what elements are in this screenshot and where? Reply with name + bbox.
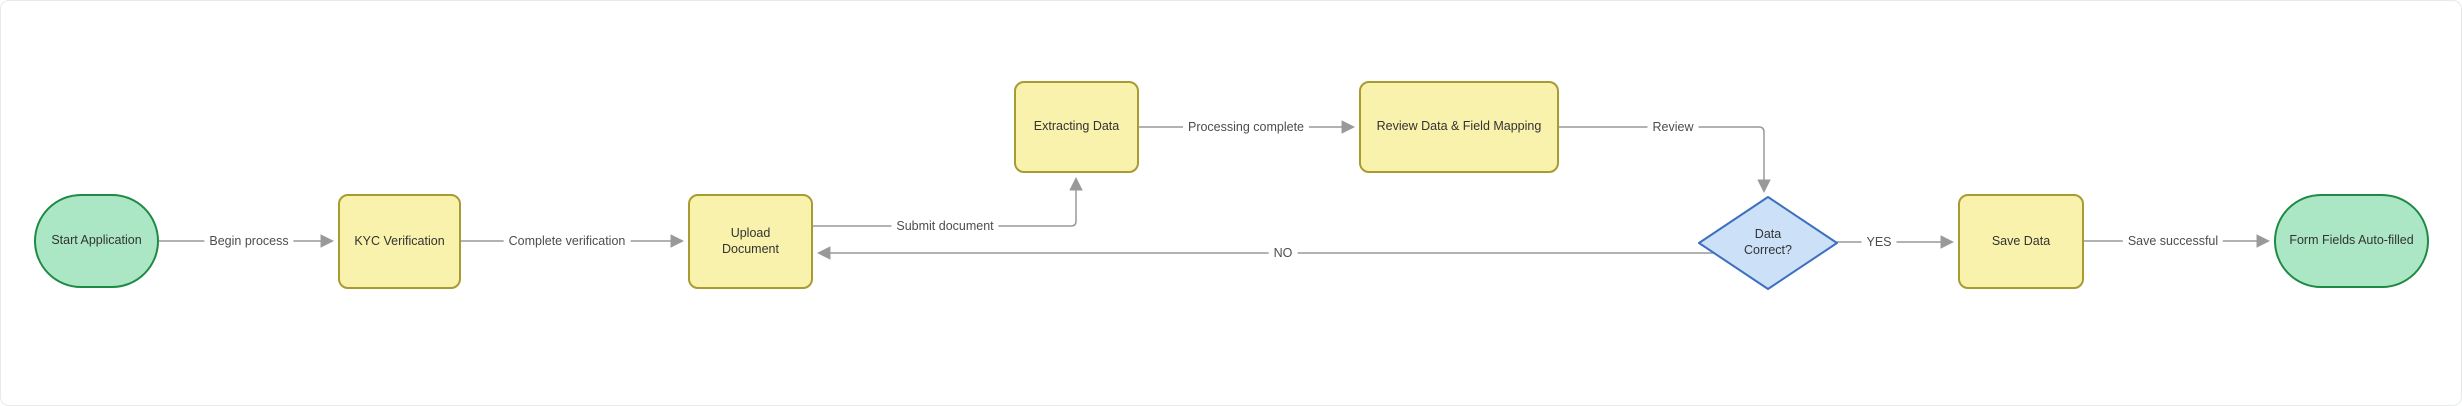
node-start-application: Start Application [34, 194, 159, 288]
node-extracting-data: Extracting Data [1014, 81, 1139, 173]
node-label: Form Fields Auto-filled [2289, 233, 2414, 248]
edge-label-yes: YES [1861, 235, 1897, 249]
node-label: Save Data [1991, 233, 2051, 248]
edge-label-save-successful: Save successful [2122, 234, 2224, 248]
edge-label-no: NO [1268, 246, 1298, 260]
node-kyc-verification: KYC Verification [338, 194, 461, 289]
edge-label-processing-complete: Processing complete [1182, 120, 1310, 134]
node-data-correct-label: Data Correct? [1699, 197, 1837, 289]
node-label: Extracting Data [1033, 119, 1120, 134]
edge-label-complete-verification: Complete verification [503, 234, 631, 248]
edge-label-review: Review [1647, 120, 1699, 134]
node-label: Data Correct? [1744, 227, 1792, 257]
edge-label-begin-process: Begin process [204, 234, 294, 248]
node-data-correct-diamond [1698, 196, 1838, 290]
node-form-fields-auto-filled: Form Fields Auto-filled [2274, 194, 2429, 288]
edge-submit-document [813, 176, 1083, 227]
node-upload-document: Upload Document [688, 194, 813, 289]
node-label: Review Data & Field Mapping [1376, 119, 1542, 134]
edge-label-submit-document: Submit document [891, 219, 999, 233]
node-save-data: Save Data [1958, 194, 2084, 289]
node-label: KYC Verification [354, 233, 445, 248]
node-label: Upload Document [722, 225, 779, 256]
node-label: Start Application [51, 233, 142, 248]
node-review-data-field-mapping: Review Data & Field Mapping [1359, 81, 1559, 173]
edge-review [1559, 126, 1771, 194]
